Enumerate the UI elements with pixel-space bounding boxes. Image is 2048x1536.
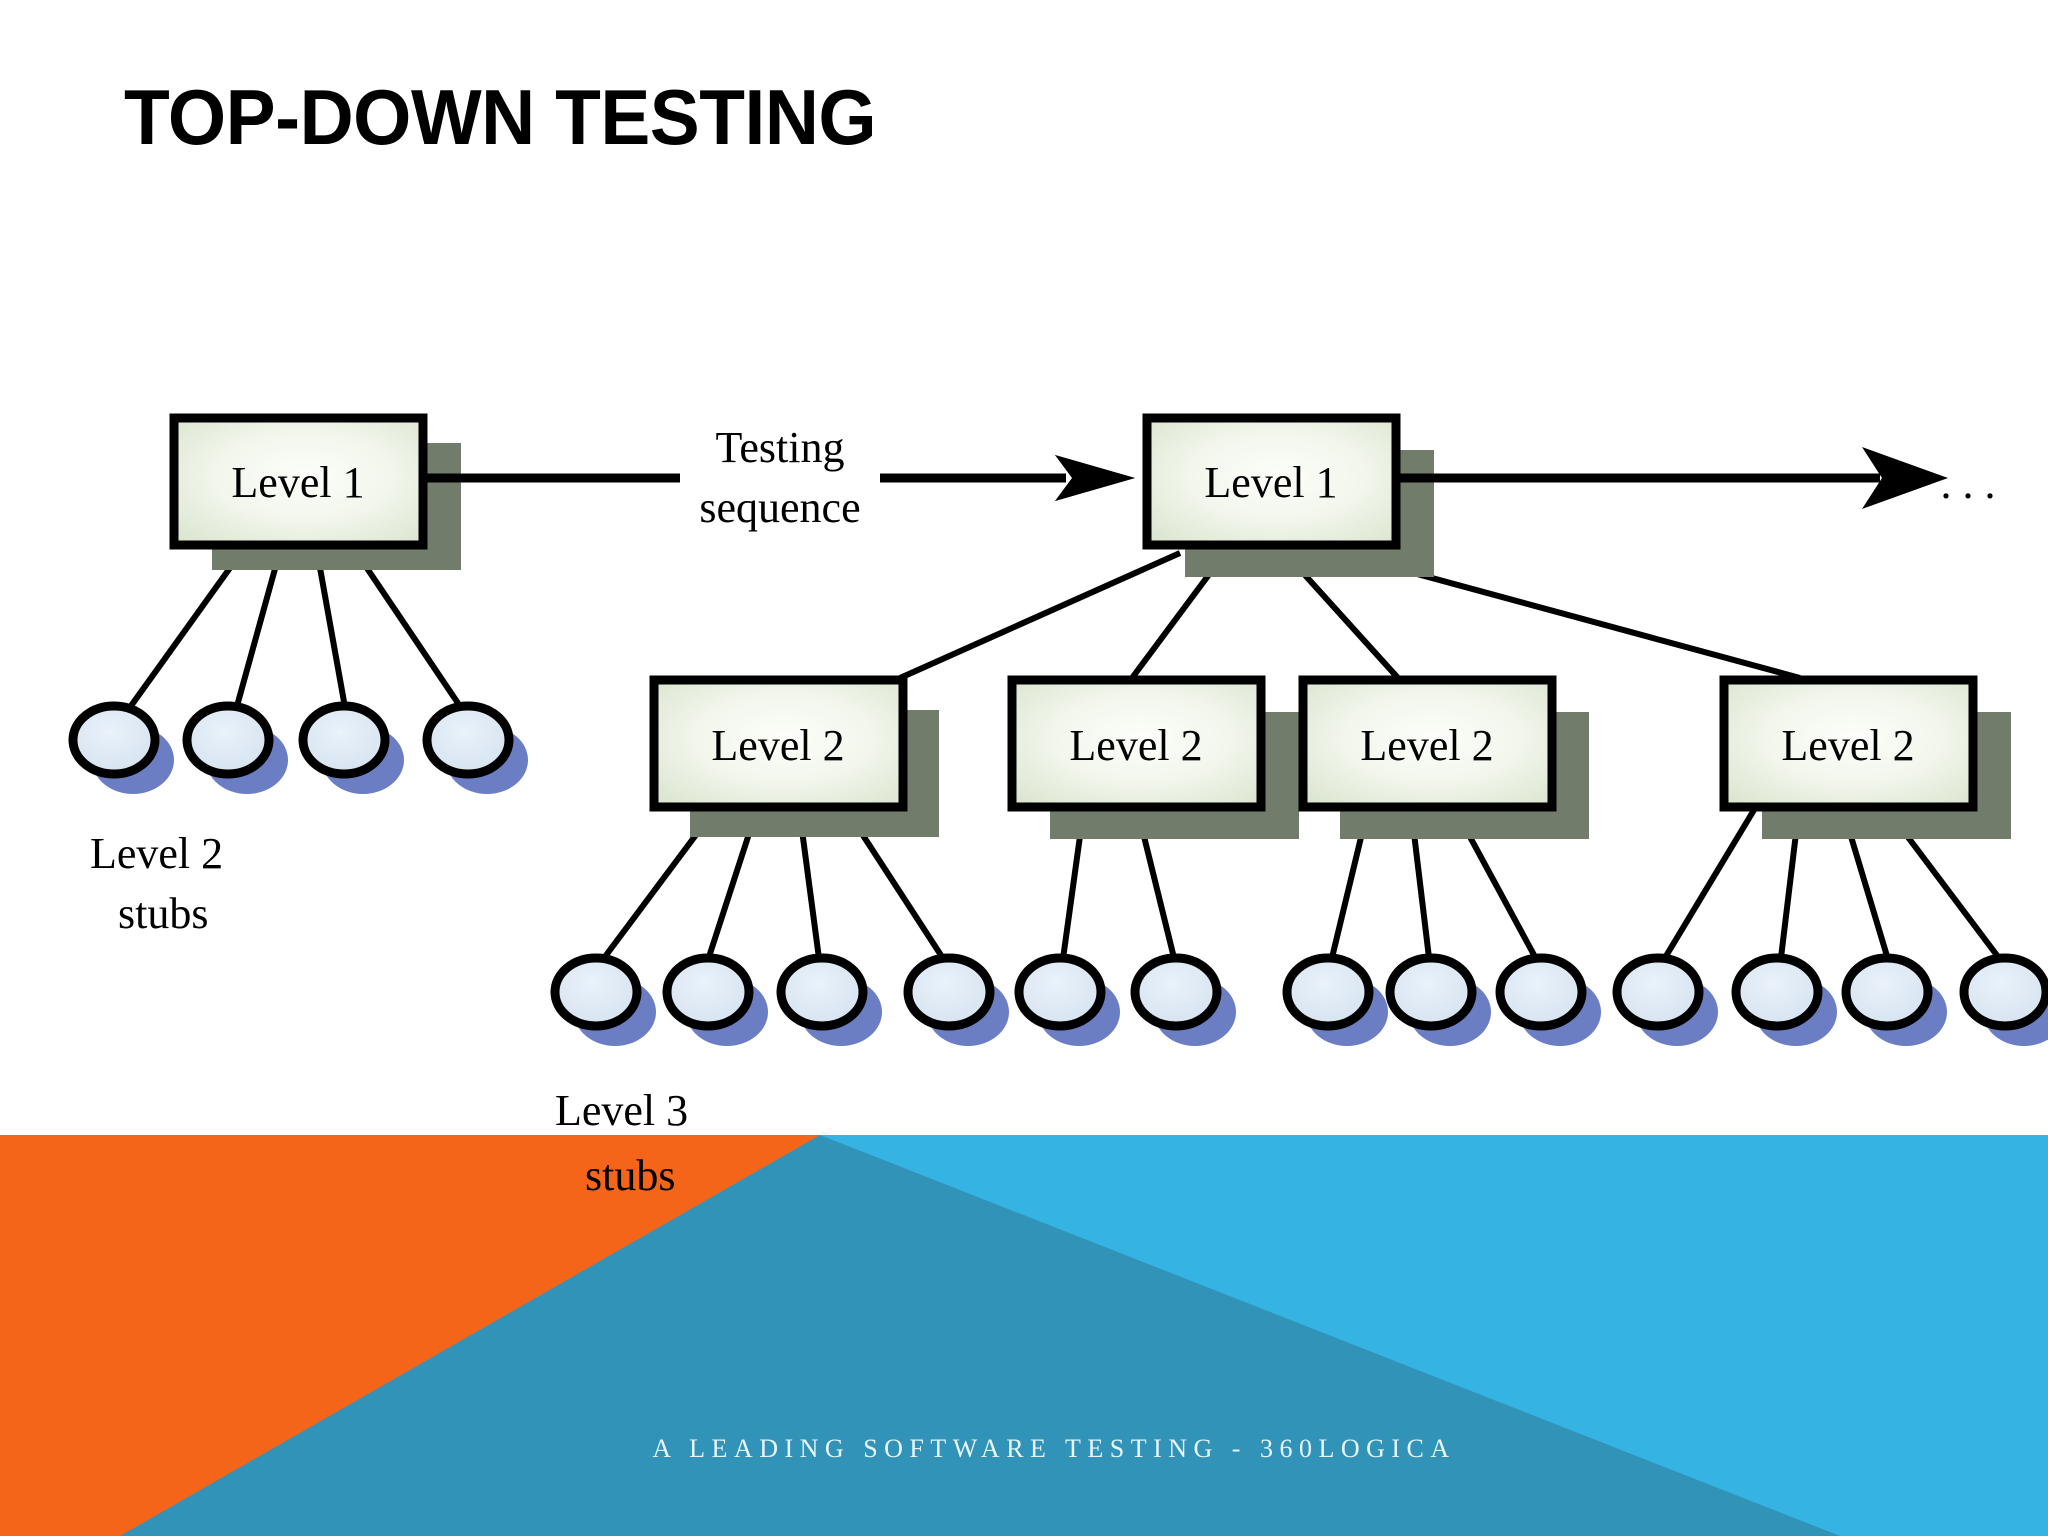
level3-stub [776, 953, 868, 1031]
level3-stub [1014, 953, 1106, 1031]
level2-subtree-1: Level 2 [550, 675, 1009, 1046]
level3-stub [1130, 953, 1222, 1031]
decorative-band [0, 1135, 2048, 1536]
level3-stub [1959, 953, 2048, 1031]
level2-box [649, 675, 908, 812]
left-tree-connectors [115, 538, 475, 726]
level3-stub [1612, 953, 1704, 1031]
sequence-label-line2: sequence [699, 483, 860, 532]
level3-stubs-caption-line1: Level 3 [555, 1086, 688, 1135]
level3-stub [1841, 953, 1933, 1031]
level2-box-label: Level 2 [1069, 721, 1202, 770]
level3-stubs-caption-line2: stubs [585, 1151, 675, 1200]
sequence-label-line1: Testing [716, 423, 845, 472]
left-root-label: Level 1 [231, 458, 364, 507]
left-tree: Level 1 Level 2 stubs [68, 413, 528, 938]
level2-stub [182, 701, 274, 779]
left-root-box [169, 413, 428, 550]
level2-box [1007, 675, 1266, 812]
level3-stub [662, 953, 754, 1031]
level2-stub [298, 701, 390, 779]
level3-stub [1385, 953, 1477, 1031]
level3-stub [1731, 953, 1823, 1031]
level2-subtree-4: Level 2 [1612, 675, 2048, 1046]
level2-stub [422, 701, 514, 779]
sequence-arrowhead-fill [1055, 455, 1135, 501]
sequence-ellipsis: . . . [1941, 459, 1996, 508]
testing-sequence-arrow: Testing sequence [423, 423, 1135, 532]
level2-stub [68, 701, 160, 779]
level2-stubs-caption-line2: stubs [118, 889, 208, 938]
left-tree-stubs [68, 701, 528, 794]
level2-box-label: Level 2 [1781, 721, 1914, 770]
band-teal-triangle [120, 1135, 1840, 1536]
level2-box-label: Level 2 [711, 721, 844, 770]
right-tree: Level 1 . . . Level 2 [550, 413, 2048, 1200]
level3-stub [550, 953, 642, 1031]
level3-stub [1282, 953, 1374, 1031]
level2-box-label: Level 2 [1360, 721, 1493, 770]
level2-stubs-caption-line1: Level 2 [90, 829, 223, 878]
level2-box [1719, 675, 1978, 812]
onward-arrowhead [1862, 447, 1948, 509]
level2-subtree-3: Level 2 [1282, 675, 1601, 1046]
page-title: TOP-DOWN TESTING [124, 73, 877, 161]
footer-tagline: A LEADING SOFTWARE TESTING - 360LOGICA [652, 1434, 1456, 1463]
right-root-label: Level 1 [1204, 458, 1337, 507]
level2-subtree-2: Level 2 [1007, 675, 1299, 1046]
level2-box [1298, 675, 1557, 812]
level3-stub [1495, 953, 1587, 1031]
level3-stub [903, 953, 995, 1031]
